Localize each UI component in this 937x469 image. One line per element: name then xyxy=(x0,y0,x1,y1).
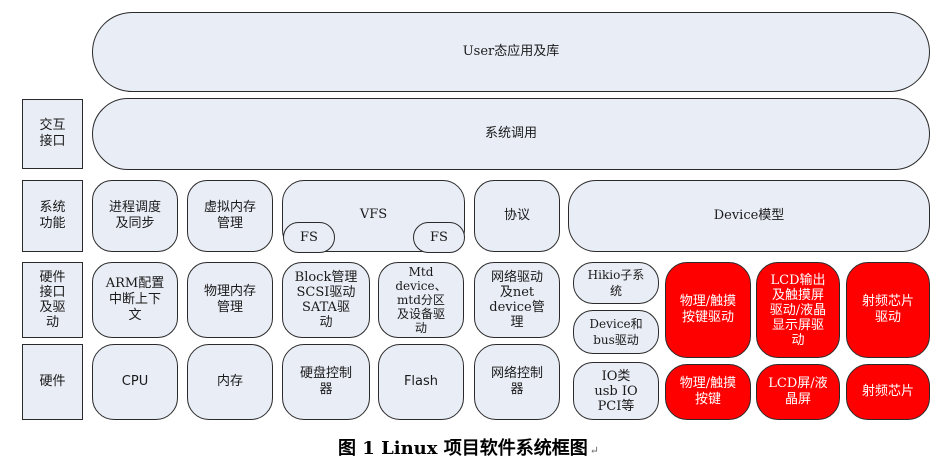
syscall-layer: 系统调用 xyxy=(92,98,930,170)
flash-box: Flash xyxy=(378,344,464,420)
physical-memory-box: 物理内存 管理 xyxy=(187,262,273,338)
disk-controller-box: 硬盘控制 器 xyxy=(282,344,370,420)
memory-box: 内存 xyxy=(187,344,273,420)
layer-label-driver: 硬件 接口 及驱 动 xyxy=(22,262,83,338)
protocol-box: 协议 xyxy=(474,180,560,252)
layer-label-interaction: 交互 接口 xyxy=(22,99,83,169)
lcd-hardware-box: LCD屏/液 晶屏 xyxy=(756,364,840,420)
layer-label-hardware: 硬件 xyxy=(22,344,83,420)
layer-label-system-function: 系统 功能 xyxy=(22,180,83,252)
fs-right-box: FS xyxy=(413,222,465,253)
mtd-driver-box: Mtd device、 mtd分区 及设备驱 动 xyxy=(378,262,464,338)
block-driver-box: Block管理 SCSI驱动 SATA驱 动 xyxy=(282,262,370,338)
net-driver-box: 网络驱动 及net device管 理 xyxy=(474,262,560,338)
arm-config-box: ARM配置 中断上下 文 xyxy=(92,262,178,338)
figure-caption: 图 1 Linux 项目软件系统框图↵ xyxy=(0,434,937,460)
device-model-box: Device模型 xyxy=(568,180,930,252)
rf-driver-box: 射频芯片 驱动 xyxy=(846,262,930,358)
user-space-label: User态应用及库 xyxy=(462,44,560,59)
touch-key-driver-box: 物理/触摸 按键驱动 xyxy=(665,262,751,358)
lcd-driver-box: LCD输出 及触摸屏 驱动/液晶 显示屏驱 动 xyxy=(756,262,840,358)
fs-left-box: FS xyxy=(283,222,335,253)
cpu-box: CPU xyxy=(92,344,178,420)
hikio-subsystem-box: Hikio子系 统 xyxy=(573,262,659,304)
io-box: IO类 usb IO PCI等 xyxy=(573,362,659,420)
process-scheduling-box: 进程调度 及同步 xyxy=(92,180,178,252)
device-bus-driver-box: Device和 bus驱动 xyxy=(573,310,659,354)
virtual-memory-box: 虚拟内存 管理 xyxy=(187,180,273,252)
caption-text: 图 1 Linux 项目软件系统框图 xyxy=(338,438,588,459)
rf-chip-box: 射频芯片 xyxy=(846,364,930,420)
return-mark-icon: ↵ xyxy=(589,444,599,457)
user-space-layer: User态应用及库 xyxy=(92,12,930,92)
network-controller-box: 网络控制 器 xyxy=(474,344,560,420)
touch-key-hardware-box: 物理/触摸 按键 xyxy=(665,364,751,420)
